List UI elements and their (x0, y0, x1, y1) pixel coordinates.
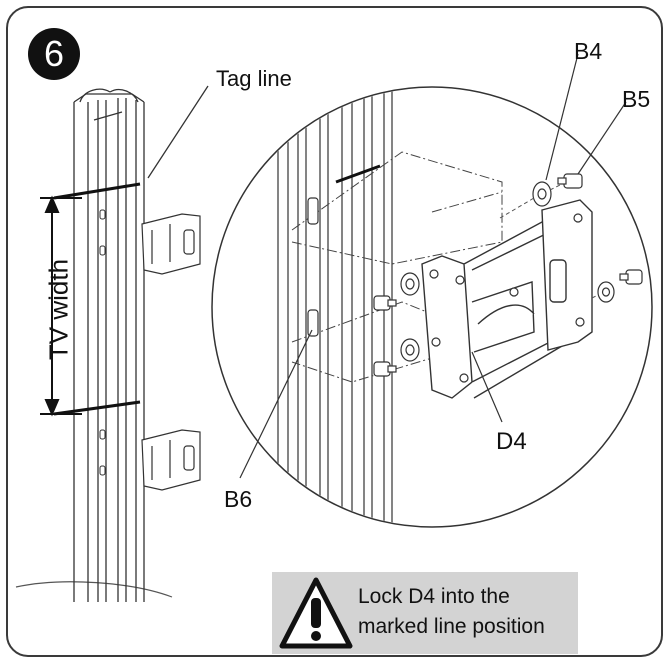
warning-line-2: marked line position (358, 615, 545, 638)
b5-leader (577, 101, 627, 175)
bolt-b5 (557, 173, 583, 189)
b4-label: B4 (574, 38, 603, 64)
warning-line-1: Lock D4 into the (358, 585, 510, 608)
tag-line-mark-top (53, 182, 141, 200)
alignment-line-b5 (549, 183, 563, 191)
assembly-illustration (15, 53, 653, 602)
tv-width-dimension (40, 195, 82, 417)
step-number-badge: 6 (28, 28, 80, 80)
bolt-left-lower (373, 338, 420, 377)
tv-width-label: TV width (43, 258, 74, 361)
warning-triangle-icon (279, 577, 353, 649)
post-holes (99, 209, 106, 476)
b6-leader (239, 329, 313, 479)
warning-box: Lock D4 into the marked line position (272, 572, 578, 654)
instruction-panel: 6 Tag line B4 B5 D4 B6 TV width Lock D4 … (6, 6, 663, 657)
tag-line-mark-bottom (53, 400, 141, 416)
ground-line (15, 581, 173, 598)
small-bracket-bottom (141, 429, 201, 491)
b6-label: B6 (224, 486, 253, 512)
vertical-post (73, 88, 145, 602)
bolt-right (597, 269, 643, 303)
b4-leader (545, 53, 579, 181)
bracket-d4 (421, 199, 593, 399)
tag-line-leader (147, 85, 209, 179)
zoom-tag-line (335, 164, 381, 184)
b5-label: B5 (622, 86, 651, 112)
tag-line-label: Tag line (216, 66, 292, 91)
bolt-left-upper (373, 272, 420, 311)
warning-text: Lock D4 into the marked line position (358, 582, 545, 642)
small-bracket-top (141, 213, 201, 275)
bracket-holes (429, 213, 585, 383)
alignment-line-right (591, 294, 599, 299)
washer-b4 (532, 181, 552, 207)
d4-label: D4 (496, 428, 527, 455)
d4-leader (471, 351, 503, 423)
